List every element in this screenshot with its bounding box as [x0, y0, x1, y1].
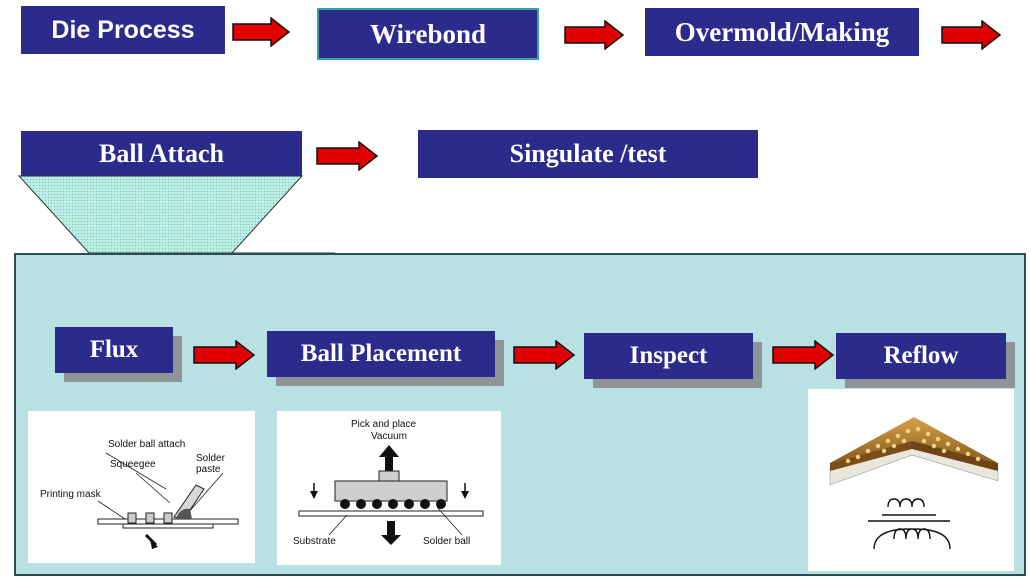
arrow-right-icon — [316, 141, 379, 171]
flux-step-box: Flux — [55, 327, 173, 373]
ball-attach-box: Ball Attach — [21, 131, 302, 177]
wirebond-label: Wirebond — [369, 18, 487, 49]
solder-ball-attach-label: Solder ball attach — [108, 439, 186, 450]
reflow-step-label: Reflow — [883, 342, 959, 369]
arrow-right-icon — [193, 340, 256, 370]
ball-attach-label: Ball Attach — [99, 139, 224, 168]
inspect-step-label: Inspect — [629, 342, 708, 369]
substrate-label: Substrate — [293, 536, 336, 547]
pick-and-place-label: Pick and place — [351, 419, 417, 430]
solder-ball-label: Solder ball — [423, 536, 471, 547]
overmold-label: Overmold/Making — [674, 16, 890, 47]
arrow-right-icon — [564, 20, 625, 50]
die-process-box: Die Process — [21, 6, 225, 54]
ball-placement-illustration: Pick and place Vacuum Substrate Solder b… — [277, 411, 501, 565]
pick-and-place-diagram — [298, 445, 484, 545]
singulate-test-box: Singulate /test — [418, 130, 758, 178]
expansion-funnel — [17, 175, 335, 254]
inspect-step-box: Inspect — [584, 333, 753, 379]
ball-placement-step-box: Ball Placement — [267, 331, 495, 377]
wirebond-box: Wirebond — [317, 8, 539, 60]
vacuum-label: Vacuum — [371, 431, 407, 442]
stencil-printing-diagram — [97, 452, 239, 549]
arrow-right-icon — [941, 20, 1002, 50]
flux-step-label: Flux — [89, 336, 139, 363]
squeegee-label: Squeegee — [110, 459, 156, 470]
die-process-label: Die Process — [51, 15, 195, 44]
flux-illustration: Solder ball attach Squeegee Solder paste… — [28, 411, 255, 563]
ball-placement-step-label: Ball Placement — [300, 340, 462, 367]
printing-mask-label: Printing mask — [40, 489, 101, 500]
singulate-test-label: Singulate /test — [509, 139, 667, 168]
solder-paste-label: Solder paste — [196, 453, 225, 475]
arrow-right-icon — [772, 340, 835, 370]
reflow-illustration — [808, 389, 1014, 571]
arrow-right-icon — [513, 340, 576, 370]
arrow-right-icon — [232, 17, 291, 47]
reflow-package-picture — [829, 417, 999, 550]
overmold-box: Overmold/Making — [645, 8, 919, 56]
reflow-step-box: Reflow — [836, 333, 1006, 379]
